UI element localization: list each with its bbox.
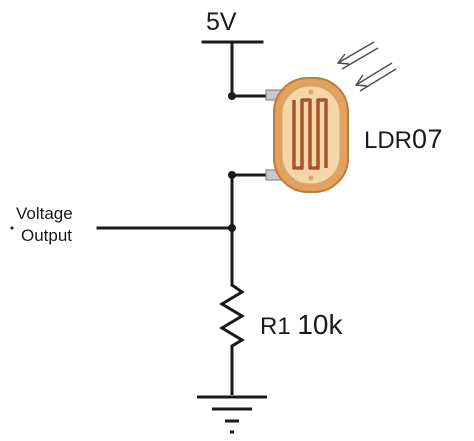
resistor-value: 10k [297,309,343,340]
resistor-label: R1 10k [260,309,343,341]
supply-label: 5V [206,8,237,36]
light-arrows-icon [336,41,397,92]
resistor-r1 [219,283,245,395]
ldr-label: LDR07 [364,124,443,155]
ldr-number: 07 [412,124,444,154]
ldr-sensor [265,77,349,193]
resistor-name: R1 [260,313,291,340]
junction-dot [228,171,236,179]
output-label-line2: Output [21,226,73,245]
output-terminal [10,226,14,230]
junction-dot [228,224,236,232]
junction-dot [228,92,236,100]
ground-icon [197,395,267,434]
ldr-prefix: LDR [364,127,413,154]
ldr-track [292,98,328,170]
output-label-line1: Voltage [16,204,73,223]
